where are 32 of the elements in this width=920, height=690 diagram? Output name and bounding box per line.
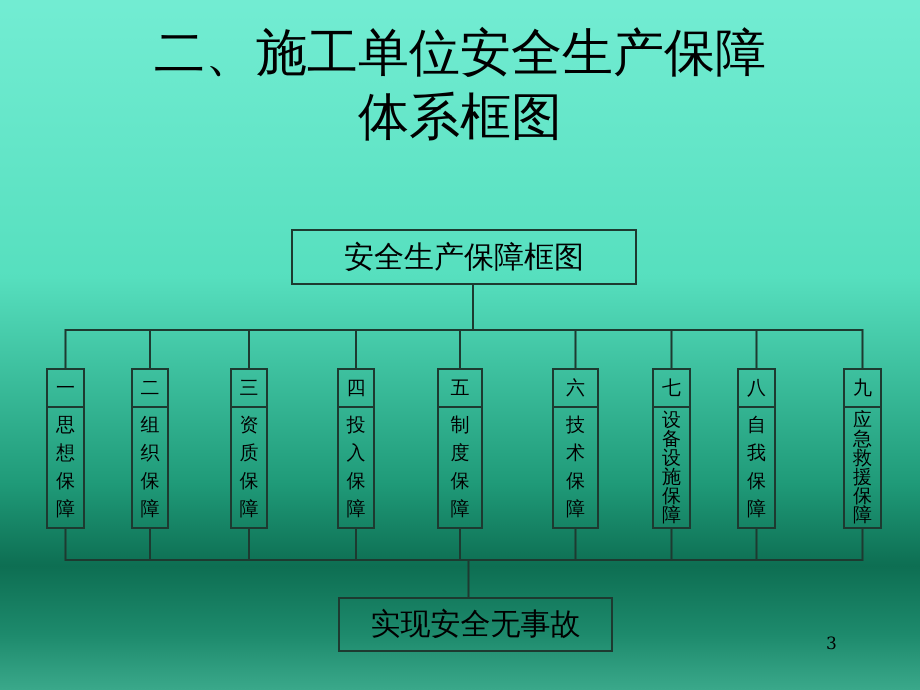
category-label: 投入保障: [346, 413, 366, 522]
title: 二、施工单位安全生产保障体系框图: [153, 23, 767, 149]
category-number: 二: [133, 370, 167, 408]
category-label: 自我保障: [747, 413, 766, 522]
category-box: [552, 368, 599, 529]
category-number: 四: [339, 370, 373, 408]
category-box: [230, 368, 268, 529]
category-label: 设备设施保障: [662, 411, 681, 527]
category-label: 资质保障: [240, 413, 258, 522]
category-number: 八: [739, 370, 774, 408]
category-number: 六: [554, 370, 597, 408]
category-number: 一: [48, 370, 83, 408]
category-box: [652, 368, 691, 529]
category-label: 组织保障: [140, 413, 160, 522]
heading-box: 安全生产保障框图: [291, 229, 637, 285]
category-box: [437, 368, 483, 529]
category-number: 三: [232, 370, 266, 408]
category-box: [737, 368, 776, 529]
category-number: 五: [439, 370, 481, 408]
heading-box: 实现安全无事故: [338, 597, 613, 652]
category-label: 制度保障: [450, 413, 470, 522]
category-number: 九: [845, 370, 880, 408]
category-number: 七: [654, 370, 689, 408]
category-box: [46, 368, 85, 529]
category-box: [843, 368, 882, 529]
page-number: 3: [826, 634, 837, 654]
category-box: [337, 368, 375, 529]
category-label: 技术保障: [566, 413, 585, 522]
category-label: 应急救援保障: [853, 411, 872, 527]
category-label: 思想保障: [56, 413, 75, 522]
category-box: [131, 368, 169, 529]
connector-line: [472, 285, 864, 368]
